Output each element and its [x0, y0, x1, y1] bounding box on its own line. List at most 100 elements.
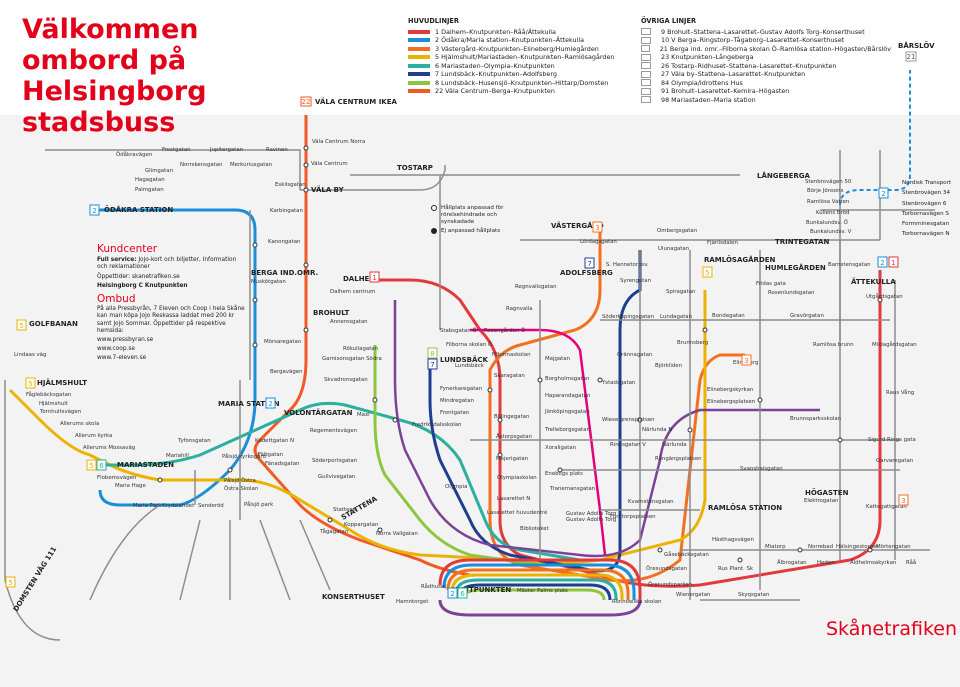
- street-label: Allerum kyrka: [75, 433, 112, 439]
- main-line-item: 3 Västergård–Knutpunkten–Elineberg/Humle…: [408, 45, 638, 54]
- website-link[interactable]: www.7-eleven.se: [97, 355, 147, 362]
- svg-text:2: 2: [881, 190, 885, 198]
- other-line-label: 26 Tostarp–Ridhuset–Stattena–Lasarettet–…: [661, 61, 837, 70]
- street-label: Lundsbäck: [455, 363, 485, 369]
- street-label: Wienergatan: [676, 592, 710, 598]
- street-label: Grännagatan: [617, 352, 652, 358]
- street-label: Rosengården Ö: [484, 327, 525, 334]
- main-line-label: 5 Hjälmshult/Mariastaden–Knutpunkten–Ram…: [435, 53, 615, 61]
- other-line-label: 21 Berga ind. omr.–Filborna skolan Ö–Ram…: [659, 44, 891, 53]
- svg-text:8: 8: [430, 350, 434, 358]
- line-box-icon: [641, 79, 651, 87]
- line-box-icon: [641, 53, 651, 61]
- street-label: Eskilsgatan: [275, 182, 306, 188]
- street-label: Rådhuset: [421, 583, 446, 590]
- street-label: Maria Hage: [115, 483, 146, 489]
- street-label: Mäster Palms plats: [517, 588, 568, 594]
- district-label: DALHEM: [343, 275, 376, 283]
- other-line-label: 27 Väla by–Stattena–Lasarettet–Knutpunkt…: [661, 70, 806, 78]
- district-label: HÖGASTEN: [805, 488, 849, 497]
- main-line-item: 6 Mariastaden–Olympia–Knutpunkten: [408, 62, 638, 71]
- other-line-item: 23 Knutpunkten–Långeberga: [641, 53, 891, 62]
- route-line-7: [428, 250, 642, 573]
- street-label: Fänadsgatan: [265, 461, 299, 467]
- street-label: Hagagatan: [135, 177, 165, 183]
- website-link[interactable]: www.coop.se: [97, 346, 135, 353]
- street-label: Ålbrogatan: [777, 559, 807, 566]
- svg-text:7: 7: [430, 361, 434, 369]
- street-label: Kvarnstensgatan: [628, 499, 674, 505]
- svg-text:21: 21: [907, 53, 916, 61]
- other-line-item: 91 Brohult–Lasarettet–Kemira–Högasten: [641, 87, 891, 96]
- customer-center-heading: Kundcenter: [97, 243, 158, 255]
- street-label: Åldhelmsakyrkan: [850, 559, 896, 566]
- website-link[interactable]: www.pressbyran.se: [97, 337, 154, 344]
- district-label: BROHULT: [313, 309, 350, 317]
- street-label: Raus Vång: [886, 389, 914, 396]
- street-label: Rönnowska skolan: [612, 599, 661, 605]
- main-line-item: 5 Hjälmshult/Mariastaden–Knutpunkten–Ram…: [408, 53, 638, 62]
- line-color-swatch: [408, 80, 430, 85]
- street-label: Råå: [906, 559, 916, 566]
- svg-text:2: 2: [268, 400, 272, 408]
- street-label: Gravörgatan: [790, 313, 824, 319]
- street-label: Frontgatan: [440, 410, 469, 416]
- street-label: Söderportsgatan: [312, 458, 357, 464]
- agents-text: På alla Pressbyrån, 7 Eleven och Coop i …: [97, 306, 245, 334]
- street-label: Mejerigatan: [496, 456, 528, 462]
- svg-text:3: 3: [901, 497, 905, 505]
- district-label: VÄLA CENTRUM IKEA: [315, 97, 398, 106]
- stops: [157, 145, 883, 563]
- street-label: Skyqsgatan: [738, 592, 769, 598]
- street-label: Närlunda N: [642, 427, 672, 433]
- line-box-icon: [641, 62, 651, 70]
- main-line-label: 6 Mariastaden–Olympia–Knutpunkten: [435, 61, 555, 70]
- right-stop-list: Nordisk Transport Stenbrovägen 34 Stenbr…: [902, 178, 960, 240]
- district-label: TOSTARP: [397, 164, 433, 172]
- street-label: Merkuriusgatan: [230, 162, 272, 168]
- street-label: Elektrogatan: [804, 498, 838, 504]
- street-label: Rosenlundsgatan: [768, 290, 814, 296]
- svg-text:2: 2: [92, 207, 96, 215]
- line-box-icon: [641, 28, 651, 36]
- street-label: Bergavägen: [270, 369, 303, 375]
- street-label: Furutorpsplatsen: [610, 514, 656, 520]
- street-label: Pålsjö park: [244, 501, 274, 508]
- district-label: VÄLA BY: [311, 185, 345, 194]
- street-label: Garvaregatan: [876, 458, 913, 464]
- street-label: Tyfonsgatan: [177, 438, 211, 444]
- street-label: Sigurd Rings gata: [868, 437, 916, 443]
- street-label: Krydslandet: [162, 503, 194, 509]
- street-label: Elinebergskyrkan: [707, 387, 753, 393]
- street-label: Kanongatan: [268, 239, 300, 245]
- district-label: HJÄLMSHULT: [37, 378, 87, 387]
- street-label: Väla Centrum Norra: [312, 139, 365, 145]
- street-label: Väla Centrum: [311, 161, 348, 167]
- street-label: Svanshalsgatan: [740, 466, 783, 472]
- street-label: Mörsaregatan: [264, 339, 301, 345]
- other-line-label: 10 V Berga–Ringstorp–Tågaborg–Lasarettet…: [661, 36, 845, 44]
- street-label: Kattegattgatan: [866, 504, 907, 510]
- line-color-swatch: [408, 63, 430, 68]
- stop-label: Torbornavägen S: [902, 210, 949, 217]
- street-label: Bunkalundsv. Ö: [806, 219, 848, 226]
- street-label: Xoraligatan: [545, 445, 576, 451]
- street-label: Skaragatan: [494, 373, 525, 379]
- route-line-8: [373, 345, 541, 567]
- main-line-label: 2 Ödåkra/Maria station–Knutpunkten–Ättek…: [435, 36, 585, 44]
- svg-text:5: 5: [28, 380, 32, 388]
- route-line-6: [95, 401, 581, 562]
- line-color-swatch: [408, 38, 430, 43]
- street-label: Kadettgatan N: [255, 438, 294, 444]
- line-color-swatch: [408, 29, 430, 34]
- street-label: Flobemsvägen: [97, 475, 136, 481]
- district-label: GOLFBANAN: [29, 320, 78, 328]
- svg-text:22: 22: [302, 98, 311, 106]
- street-label: Öresundsparken: [648, 581, 692, 588]
- district-label: VOLONTÄRGATAN: [284, 408, 353, 417]
- street-label: Trelleborgsgatan: [544, 427, 590, 433]
- street-label: Ulunagatan: [658, 246, 689, 252]
- svg-text:7: 7: [587, 260, 591, 268]
- street-label: Olympiaskolan: [497, 475, 537, 481]
- street-label: Karbingatan: [270, 208, 303, 214]
